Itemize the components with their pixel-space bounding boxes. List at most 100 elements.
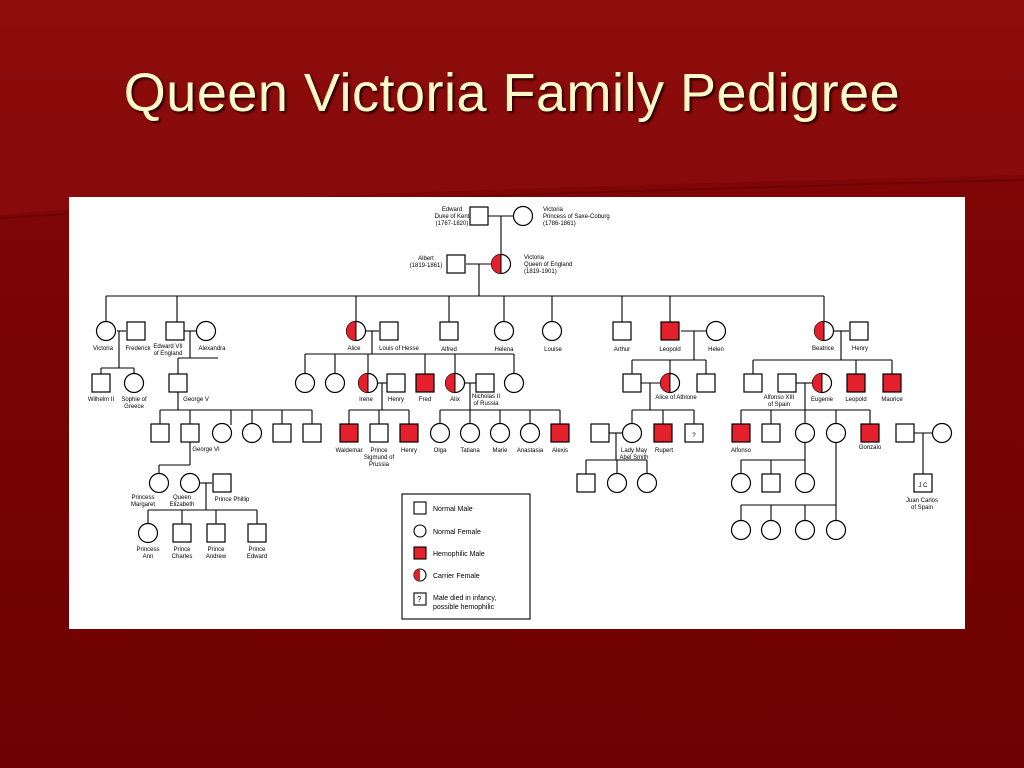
label-helen: Helen [708,347,724,353]
legend-carrier-female: Carrier Female [433,573,480,580]
symbol-marie [489,422,511,444]
label-alexandra: Alexandra [198,346,226,352]
symbol-helen [705,320,727,342]
legend-unknown-mark: ? [417,595,422,604]
label-frederick: Frederick [125,346,151,352]
legend-unknown-icon [413,592,427,606]
symbol-george-v-child-1 [150,423,170,443]
label-prince_philip: Prince Phillip [215,497,250,503]
symbol-prince-andrew [206,523,226,543]
symbol-helena [493,320,515,342]
symbol-wilhelm [91,373,111,393]
symbol-alice-child-1 [294,372,316,394]
label-alexis: Alexis [552,448,568,454]
symbol-tatiana [459,422,481,444]
carrier-half-fill [660,373,670,393]
label-henry_g2: Henry [852,346,868,352]
label-wilhelm: Wilhelm II [88,397,115,403]
legend-normal-female: Normal Female [433,529,481,536]
label-henry_g4: Henry [401,448,417,454]
symbol-nicholas [475,373,495,393]
symbol-george-v-child-6 [302,423,322,443]
label-anastasia: Anastasia [517,448,544,454]
symbol-alfred [439,321,459,341]
symbol-henry-g3 [386,373,406,393]
symbol-arthur [612,321,632,341]
symbol-alexandra [195,320,217,342]
symbol-leopold [660,321,680,341]
symbol-eugenie-child-2 [761,423,781,443]
symbol-lady-may-child-2 [606,472,628,494]
symbol-eugenie-child-4 [825,422,847,444]
symbol-juan-carlos [913,473,933,493]
symbol-prince-charles [172,523,192,543]
label-rupert: Rupert [655,448,673,454]
label-fred: Fred [419,397,431,403]
label-alix: Alix [450,397,460,403]
label-eugenie: Eugenie [811,397,834,403]
symbol-lady-may-child-3 [636,472,658,494]
legend-normal-male: Normal Male [433,506,473,513]
label-george_v: George V [183,397,209,403]
symbol-edward-vii [165,321,185,341]
symbol-eugenie-child-6 [895,423,915,443]
carrier-half-fill [445,373,455,393]
symbol-george-v-child-5 [272,423,292,443]
symbol-albert [446,254,466,274]
symbol-eugenie-child-3 [794,422,816,444]
symbol-louise [541,320,563,342]
symbol-prince-philip [212,473,232,493]
label-helena: Helena [494,347,514,353]
symbol-alfonso-xiii [777,373,797,393]
label-henry_g3: Henry [388,397,404,403]
symbol-alfonso [731,423,751,443]
symbol-george-v-child-3 [211,422,233,444]
carrier-half-fill [491,254,501,274]
symbol-george-v-child-4 [241,422,263,444]
slide-title: Queen Victoria Family Pedigree [123,63,901,123]
symbol-louis-hesse [379,321,399,341]
label-olga: Olga [434,448,447,454]
symbol-maurice [882,373,902,393]
legend-hemophilic-male: Hemophilic Male [433,551,485,558]
legend-normal-female-icon [413,524,427,538]
legend-carrier-fill [414,569,420,581]
label-maurice: Maurice [881,397,903,403]
symbol-gen6-a [730,519,752,541]
symbol-leopold-child-1 [622,373,642,393]
label-gonzalo: Gonzalo [859,445,882,451]
label-tatiana: Tatiana [460,448,480,454]
symbol-george-v [168,373,188,393]
label-alfred: Alfred [441,347,457,353]
symbol-frederick [126,321,146,341]
label-waldemar: Waldemar [335,448,362,454]
symbol-beatrice-child-1 [743,373,763,393]
symbol-henry-g2 [849,321,869,341]
symbol-gen6-c [794,519,816,541]
legend-normal-male-icon [413,501,427,515]
symbol-princess-margaret [148,472,170,494]
carrier-half-fill [814,321,824,341]
symbol-george-vi [180,423,200,443]
symbol-sophie [123,372,145,394]
carrier-half-fill [358,373,368,393]
label-victoria_g2: Victoria [93,346,114,352]
symbol-fred [415,373,435,393]
label-george_vi: George VI [192,447,220,453]
symbol-gen5-c [794,472,816,494]
label-jc-mark: J C [919,483,929,489]
symbol-queen-elizabeth [179,472,201,494]
